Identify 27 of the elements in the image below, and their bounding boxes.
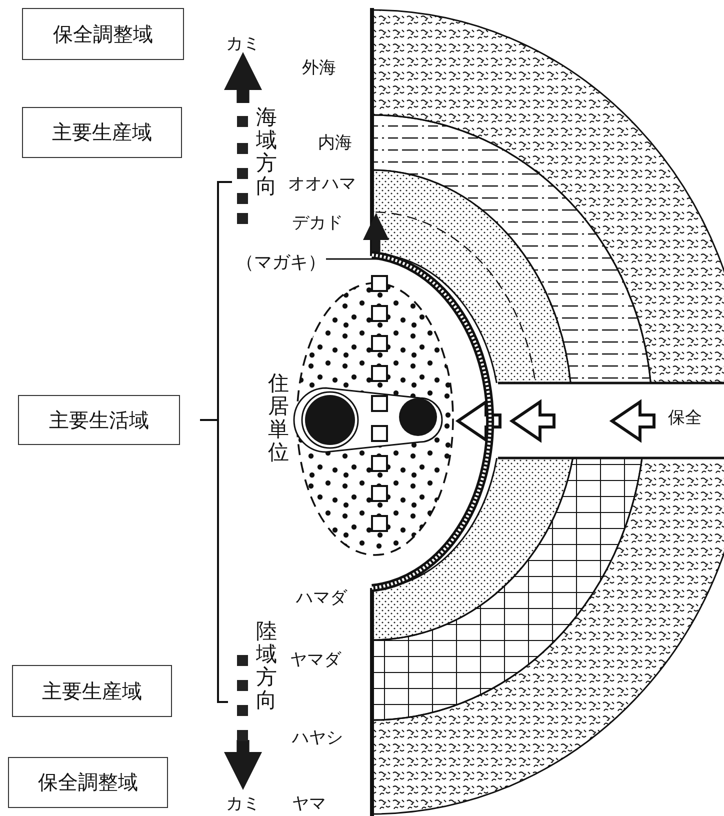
zone-label: 保全 bbox=[668, 408, 702, 428]
vertical-label: 海域方向 bbox=[256, 106, 277, 198]
zone-label: ヤマ bbox=[292, 794, 326, 814]
zone-label: ハマダ bbox=[296, 588, 347, 608]
zone-name: 主要生産域 bbox=[52, 119, 152, 146]
zone-box bbox=[18, 395, 180, 445]
leader-line bbox=[326, 258, 378, 260]
vertical-label: 住居単位 bbox=[268, 372, 289, 464]
zone-label: ハヤシ bbox=[292, 728, 343, 748]
part-label: （マガキ） bbox=[236, 252, 326, 274]
zone-label: 外海 bbox=[302, 58, 336, 78]
zone-name: 主要生産域 bbox=[42, 678, 142, 704]
vertical-label: 陸域方向 bbox=[256, 620, 277, 712]
zone-label: ヤマダ bbox=[290, 650, 341, 670]
hedge-wall bbox=[371, 251, 494, 592]
zone-label: カミ bbox=[226, 794, 260, 814]
zone-box bbox=[8, 757, 168, 808]
zone-box bbox=[22, 107, 182, 158]
zone-name: 保全調整域 bbox=[53, 20, 153, 48]
zone-name: 保全調整域 bbox=[38, 769, 138, 796]
zone-box bbox=[12, 665, 172, 717]
zone-name: 主要生活域 bbox=[49, 406, 149, 434]
zone-box bbox=[22, 8, 184, 60]
zone-label: 内海 bbox=[318, 133, 352, 154]
zone-label: オオハマ bbox=[288, 174, 356, 194]
zone-label: デカド bbox=[292, 213, 343, 234]
zone-label: カミ bbox=[226, 34, 260, 54]
